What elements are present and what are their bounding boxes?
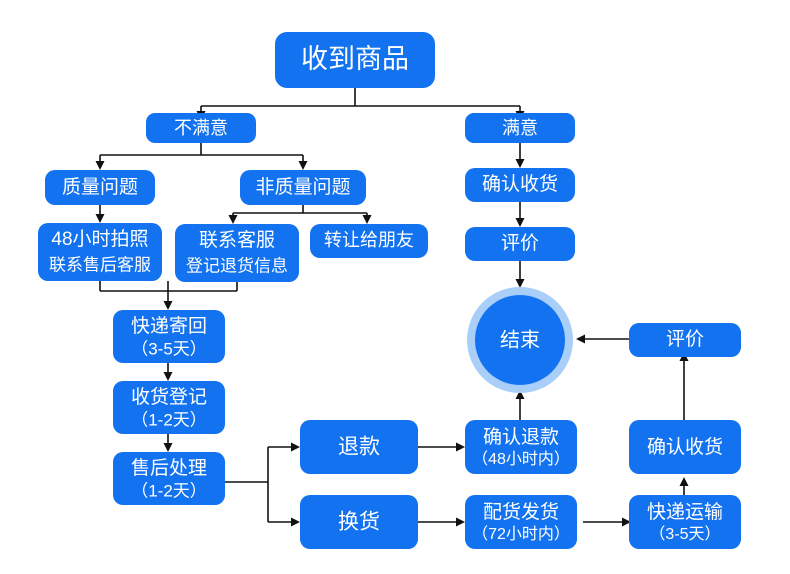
node-confirm-refund[interactable]: 确认退款 （48小时内） — [465, 420, 577, 474]
arrow-head-photo48h — [95, 214, 105, 223]
node-end-label: 结束 — [500, 328, 540, 351]
node-refund-label: 退款 — [338, 436, 380, 459]
node-confirm-receipt-top[interactable]: 确认收货 — [465, 168, 575, 202]
node-express-transport-shape — [629, 495, 741, 549]
node-non-quality-issue-label: 非质量问题 — [255, 176, 350, 198]
node-review-top-label: 评价 — [501, 233, 539, 254]
edge-aftersales-split — [224, 446, 293, 523]
node-review-top-shape — [465, 227, 575, 261]
node-express-transport-label-line1: 快递运输 — [647, 501, 723, 523]
arrow-head-end-from-reviewtop — [515, 279, 525, 288]
node-review-bottom-label: 评价 — [666, 329, 704, 350]
node-express-transport-label-line2: （3-5天） — [649, 525, 720, 543]
arrow-head-express-transport — [622, 517, 631, 527]
node-dispatch-ship-label-line2: （72小时内） — [472, 525, 570, 543]
node-satisfied[interactable]: 满意 — [465, 113, 575, 143]
node-confirm-refund-label-line2: （48小时内） — [472, 450, 570, 468]
node-receipt-register[interactable]: 收货登记 （1-2天） — [113, 381, 225, 434]
arrow-head-after-sales — [163, 443, 173, 452]
node-refund[interactable]: 退款 — [300, 420, 418, 474]
node-transfer-friend-label: 转让给朋友 — [324, 230, 414, 250]
node-express-transport[interactable]: 快递运输 （3-5天） — [629, 495, 741, 549]
node-end-shape — [475, 295, 565, 385]
node-confirm-receipt-bottom-label: 确认收货 — [647, 436, 723, 458]
node-quality-issue-shape — [45, 170, 155, 205]
node-received-goods-label: 收到商品 — [301, 44, 409, 74]
edge-dissatisfied-split — [99, 143, 304, 163]
edge-received-split — [200, 88, 521, 113]
edge-merge-to-shipback — [99, 281, 238, 303]
node-satisfied-shape — [465, 113, 575, 143]
node-dissatisfied-shape — [146, 113, 256, 143]
node-quality-issue[interactable]: 质量问题 — [45, 170, 155, 205]
node-photo-48h-label-line1: 48小时拍照 — [51, 228, 148, 250]
node-after-sales[interactable]: 售后处理 （1-2天） — [113, 452, 225, 505]
node-non-quality-issue-shape — [240, 170, 366, 205]
node-quality-issue-label: 质量问题 — [62, 176, 138, 198]
node-confirm-receipt-bottom[interactable]: 确认收货 — [629, 420, 741, 474]
arrow-head-confirm-receipt-top — [515, 159, 525, 168]
node-after-sales-label-line2: （1-2天） — [131, 481, 207, 500]
node-after-sales-shape — [113, 452, 225, 505]
arrow-head-end-from-refund — [515, 390, 525, 399]
arrow-head-review-top — [515, 218, 525, 227]
node-refund-shape — [300, 420, 418, 474]
node-receipt-register-shape — [113, 381, 225, 434]
arrow-head-confirm-refund — [456, 442, 465, 452]
node-contact-service-shape — [175, 224, 299, 282]
node-non-quality-issue[interactable]: 非质量问题 — [240, 170, 366, 205]
node-satisfied-label: 满意 — [502, 118, 538, 138]
node-ship-back[interactable]: 快递寄回 （3-5天） — [113, 310, 225, 363]
node-dissatisfied[interactable]: 不满意 — [146, 113, 256, 143]
node-contact-service-label-line2: 登记退货信息 — [186, 256, 288, 275]
node-photo-48h-label-line2: 联系售后客服 — [49, 255, 151, 274]
node-dispatch-ship[interactable]: 配货发货 （72小时内） — [465, 495, 577, 549]
arrow-head-dispatch-ship — [456, 517, 465, 527]
node-ship-back-shape — [113, 310, 225, 363]
node-transfer-friend-shape — [310, 224, 428, 258]
node-exchange[interactable]: 换货 — [300, 495, 418, 549]
node-confirm-receipt-top-label: 确认收货 — [482, 173, 558, 195]
arrow-head-quality-issue — [95, 161, 105, 170]
node-dispatch-ship-label-line1: 配货发货 — [483, 501, 559, 523]
node-ship-back-label-line1: 快递寄回 — [131, 315, 207, 337]
edge-nonquality-split — [232, 205, 368, 217]
node-dissatisfied-label: 不满意 — [174, 118, 228, 138]
node-contact-service-label-line1: 联系客服 — [199, 229, 275, 251]
node-review-bottom-shape — [629, 323, 741, 357]
arrow-head-contact-service — [228, 215, 238, 224]
node-review-bottom[interactable]: 评价 — [629, 323, 741, 357]
node-contact-service[interactable]: 联系客服 登记退货信息 — [175, 224, 299, 282]
node-photo-48h[interactable]: 48小时拍照 联系售后客服 — [38, 223, 162, 281]
arrow-head-shipback — [163, 301, 173, 310]
node-end[interactable]: 结束 — [467, 287, 573, 393]
node-confirm-receipt-bottom-shape — [629, 420, 741, 474]
node-ship-back-label-line2: （3-5天） — [131, 339, 207, 358]
node-received-goods[interactable]: 收到商品 — [275, 32, 435, 88]
connector-layer — [95, 88, 689, 527]
node-received-goods-shape — [275, 32, 435, 88]
arrow-head-transfer-friend — [362, 215, 372, 224]
node-after-sales-label-line1: 售后处理 — [131, 457, 207, 479]
arrow-head-receipt-register — [163, 372, 173, 381]
node-confirm-receipt-top-shape — [465, 168, 575, 202]
node-confirm-refund-label-line1: 确认退款 — [483, 426, 559, 448]
node-receipt-register-label-line2: （1-2天） — [131, 410, 207, 429]
node-review-top[interactable]: 评价 — [465, 227, 575, 261]
node-receipt-register-label-line1: 收货登记 — [131, 386, 207, 408]
node-photo-48h-shape — [38, 223, 162, 281]
arrow-head-non-quality-issue — [298, 161, 308, 170]
node-confirm-refund-shape — [465, 420, 577, 474]
node-exchange-label: 换货 — [338, 511, 380, 534]
arrow-head-confirm-receipt-bottom — [679, 477, 689, 486]
arrow-head-refund — [291, 442, 300, 452]
arrow-head-exchange — [291, 517, 300, 527]
node-dispatch-ship-shape — [465, 495, 577, 549]
arrow-head-end-from-review — [576, 334, 585, 344]
node-exchange-shape — [300, 495, 418, 549]
node-transfer-friend[interactable]: 转让给朋友 — [310, 224, 428, 258]
